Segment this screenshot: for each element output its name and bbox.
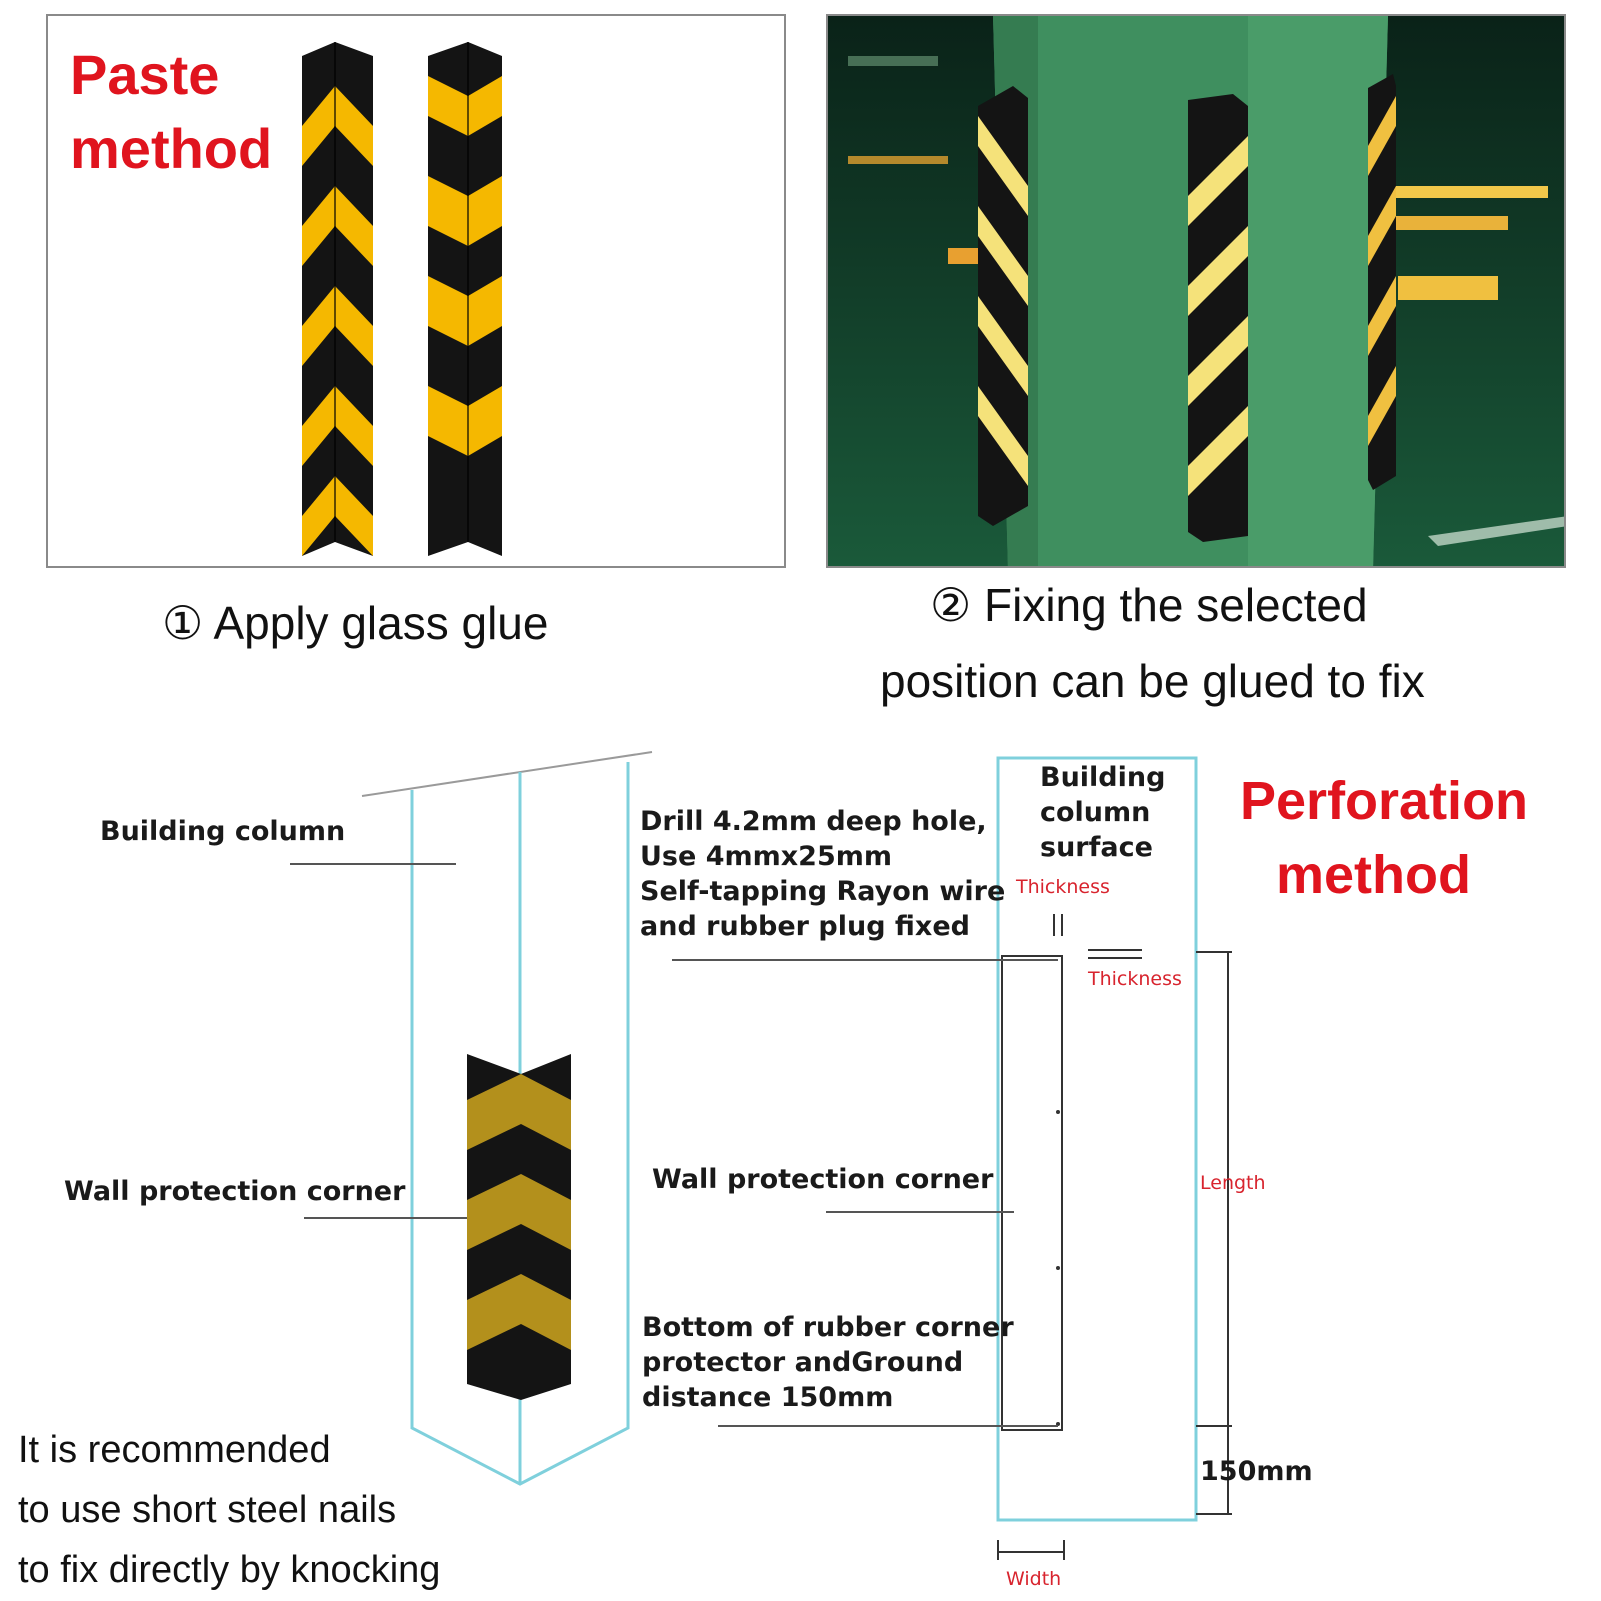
length-label: Length [1200, 1172, 1266, 1194]
drill-note-line1: Drill 4.2mm deep hole, [640, 806, 987, 837]
surface-label-line2: column [1040, 797, 1151, 828]
surface-label-line1: Building [1040, 762, 1166, 793]
drill-note: Drill 4.2mm deep hole, Use 4mmx25mm Self… [640, 804, 1005, 944]
wall-corner-label-left: Wall protection corner [64, 1176, 406, 1207]
wall-corner-label-right: Wall protection corner [652, 1164, 994, 1195]
drill-note-line4: and rubber plug fixed [640, 911, 970, 942]
drill-note-line2: Use 4mmx25mm [640, 841, 893, 872]
gap-150mm-label: 150mm [1200, 1456, 1313, 1487]
nail-note-line3: to fix directly by knocking [18, 1549, 441, 1591]
surface-label-line3: surface [1040, 832, 1153, 863]
diagram-wall-corner-side-view [1001, 955, 1063, 1431]
building-column-label: Building column [100, 816, 346, 847]
thickness-side-label: Thickness [1088, 968, 1182, 990]
width-label: Width [1006, 1568, 1062, 1590]
installed-guards-photo-panel [826, 14, 1566, 568]
step2-caption-line2: position can be glued to fix [880, 655, 1425, 707]
steel-nail-note: It is recommended to use short steel nai… [18, 1420, 440, 1600]
bottom-note-line2: protector andGround [642, 1347, 964, 1378]
nail-note-line1: It is recommended [18, 1429, 331, 1471]
bottom-distance-note: Bottom of rubber corner protector andGro… [642, 1310, 1014, 1415]
paste-method-panel: Paste method [46, 14, 786, 568]
step2-caption-line1: ② Fixing the selected [930, 579, 1368, 631]
drill-note-line3: Self-tapping Rayon wire [640, 876, 1006, 907]
corner-guards-photo [302, 42, 502, 556]
step1-caption: ① Apply glass glue [162, 597, 549, 649]
paste-method-title: Paste method [70, 38, 272, 186]
paste-title-line2: method [70, 117, 273, 180]
thickness-top-label: Thickness [1016, 876, 1110, 898]
bottom-note-line3: distance 150mm [642, 1382, 894, 1413]
column-surface-label: Building column surface [1040, 760, 1165, 865]
perforation-method-title: Perforation method [1240, 764, 1528, 912]
garage-column-photo [828, 16, 1564, 566]
paste-title-line1: Paste [70, 43, 220, 106]
perforation-title-line1: Perforation [1240, 771, 1529, 831]
nail-note-line2: to use short steel nails [18, 1489, 397, 1531]
perforation-title-line2: method [1276, 845, 1471, 905]
bottom-note-line1: Bottom of rubber corner [642, 1312, 1014, 1343]
